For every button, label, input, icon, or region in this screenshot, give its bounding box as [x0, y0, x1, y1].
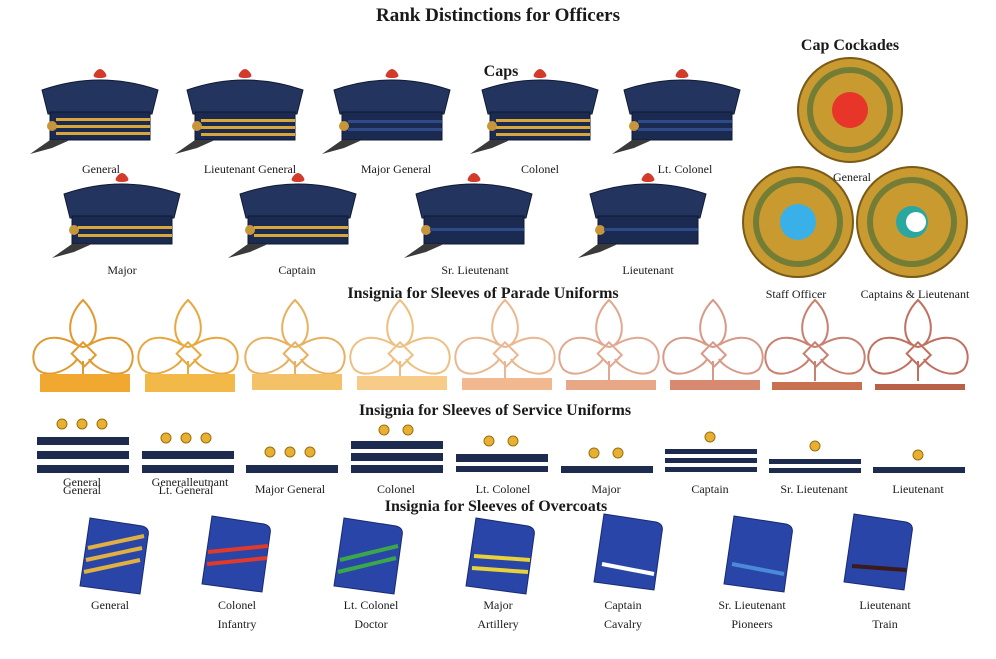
cap-lieutenant-general: [174, 68, 304, 155]
sleeve-sr-lieutenant-pioneers: [723, 515, 793, 593]
parade-insignia-row: [32, 299, 969, 392]
cap-major: [51, 172, 181, 259]
service-label: Lt. Colonel: [475, 482, 531, 496]
parade-heading: Insignia for Sleeves of Parade Uniforms: [347, 285, 619, 302]
service-label: General: [63, 475, 101, 489]
service-insignia-row: [37, 418, 965, 473]
cockade-staff-officer: [742, 166, 854, 278]
sleeve-lt-colonel-doctor: [333, 517, 403, 595]
sleeve-general: [79, 517, 149, 595]
service-label: Lieutenant: [892, 482, 944, 496]
cap-label: Lieutenant: [622, 263, 674, 277]
cockade-general: [797, 57, 903, 163]
overcoat-label: General: [91, 598, 129, 612]
page-title: Rank Distinctions for Officers: [376, 5, 620, 26]
cap-colonel: [469, 68, 599, 155]
service-label: Generalleutnant: [151, 475, 229, 489]
service-label: General: [63, 483, 101, 497]
service-heading: Insignia for Sleeves of Service Uniforms: [358, 402, 632, 419]
cap-label: General: [82, 162, 120, 176]
overcoat-sleeves: [79, 513, 913, 595]
cap-label: Lieutenant General: [203, 162, 297, 176]
cap-label: Captain: [278, 263, 316, 277]
service-label: Major: [591, 482, 621, 496]
sleeve-lieutenant-train: [843, 513, 913, 591]
cockade-label: General: [833, 170, 871, 184]
overcoats-heading: Insignia for Sleeves of Overcoats: [384, 498, 608, 515]
service-label: Sr. Lieutenant: [780, 482, 848, 496]
cockade-label: Captains & Lieutenant: [860, 287, 970, 301]
cockade-label: Staff Officer: [765, 287, 827, 301]
service-label: Major General: [254, 482, 326, 496]
sleeve-captain-cavalry: [593, 513, 663, 591]
cap-lieutenant: [577, 172, 707, 259]
cap-label: Major: [107, 263, 137, 277]
caps-heading: Caps: [483, 63, 519, 80]
cap-general: [29, 68, 159, 155]
cap-major-general: [321, 68, 451, 155]
cap-label: Major General: [360, 162, 432, 176]
service-label: Captain: [691, 482, 729, 496]
cap-label: Sr. Lieutenant: [441, 263, 509, 277]
cockade-captains-lieutenant: [856, 166, 968, 278]
service-label: Colonel: [377, 482, 415, 496]
sleeve-major-artillery: [465, 517, 535, 595]
service-label: Lt. General: [158, 483, 214, 497]
cockades-heading: Cap Cockades: [800, 37, 900, 54]
sleeve-colonel-infantry: [201, 515, 271, 593]
cap-lt-colonel: [611, 68, 741, 155]
cap-label: Lt. Colonel: [657, 162, 713, 176]
cap-sr-lieutenant: [403, 172, 533, 259]
cap-label: Colonel: [521, 162, 559, 176]
cap-captain: [227, 172, 357, 259]
